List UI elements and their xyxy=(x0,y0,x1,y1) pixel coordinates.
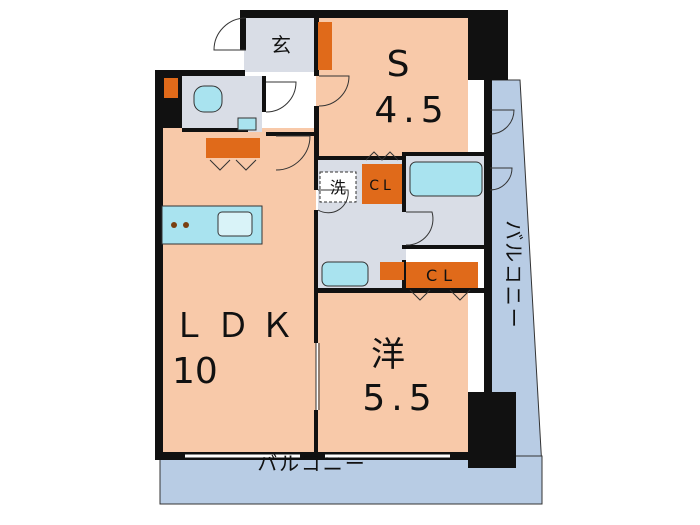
closet-2-label: CL xyxy=(426,266,458,285)
stove-burner xyxy=(183,222,189,228)
entrance-label: 玄 xyxy=(271,33,291,57)
toilet-bowl xyxy=(193,85,223,113)
wash-basin xyxy=(321,261,369,287)
toilet-sink xyxy=(237,117,257,131)
balcony-bottom-label: バルコニー xyxy=(257,452,367,476)
western-room-floor xyxy=(318,290,468,456)
sliding-door xyxy=(315,343,320,410)
ldk-size: 10 xyxy=(172,351,218,392)
western-room-label: 洋 xyxy=(371,335,405,375)
washer-space xyxy=(319,171,357,203)
stove-burner xyxy=(171,222,177,228)
entrance-floor xyxy=(244,18,318,72)
bathtub xyxy=(409,161,483,197)
balcony-right-label: バルコニー xyxy=(502,220,526,330)
western-room-size: 5.5 xyxy=(362,378,437,419)
service-room-label: S xyxy=(387,44,410,85)
closet-doors xyxy=(209,151,471,301)
ldk-floor xyxy=(160,128,316,456)
closet-2 xyxy=(406,262,478,288)
service-room-size: 4.5 xyxy=(374,90,449,131)
ldk-label: ＬＤＫ xyxy=(172,306,304,346)
walls xyxy=(155,10,516,468)
storage-blocks xyxy=(164,22,404,280)
washroom-label: 洗 xyxy=(330,178,346,197)
doors xyxy=(213,17,515,246)
closet-1 xyxy=(362,164,402,204)
kitchen-sink xyxy=(217,211,253,237)
closet-1-label: CL xyxy=(369,178,395,194)
